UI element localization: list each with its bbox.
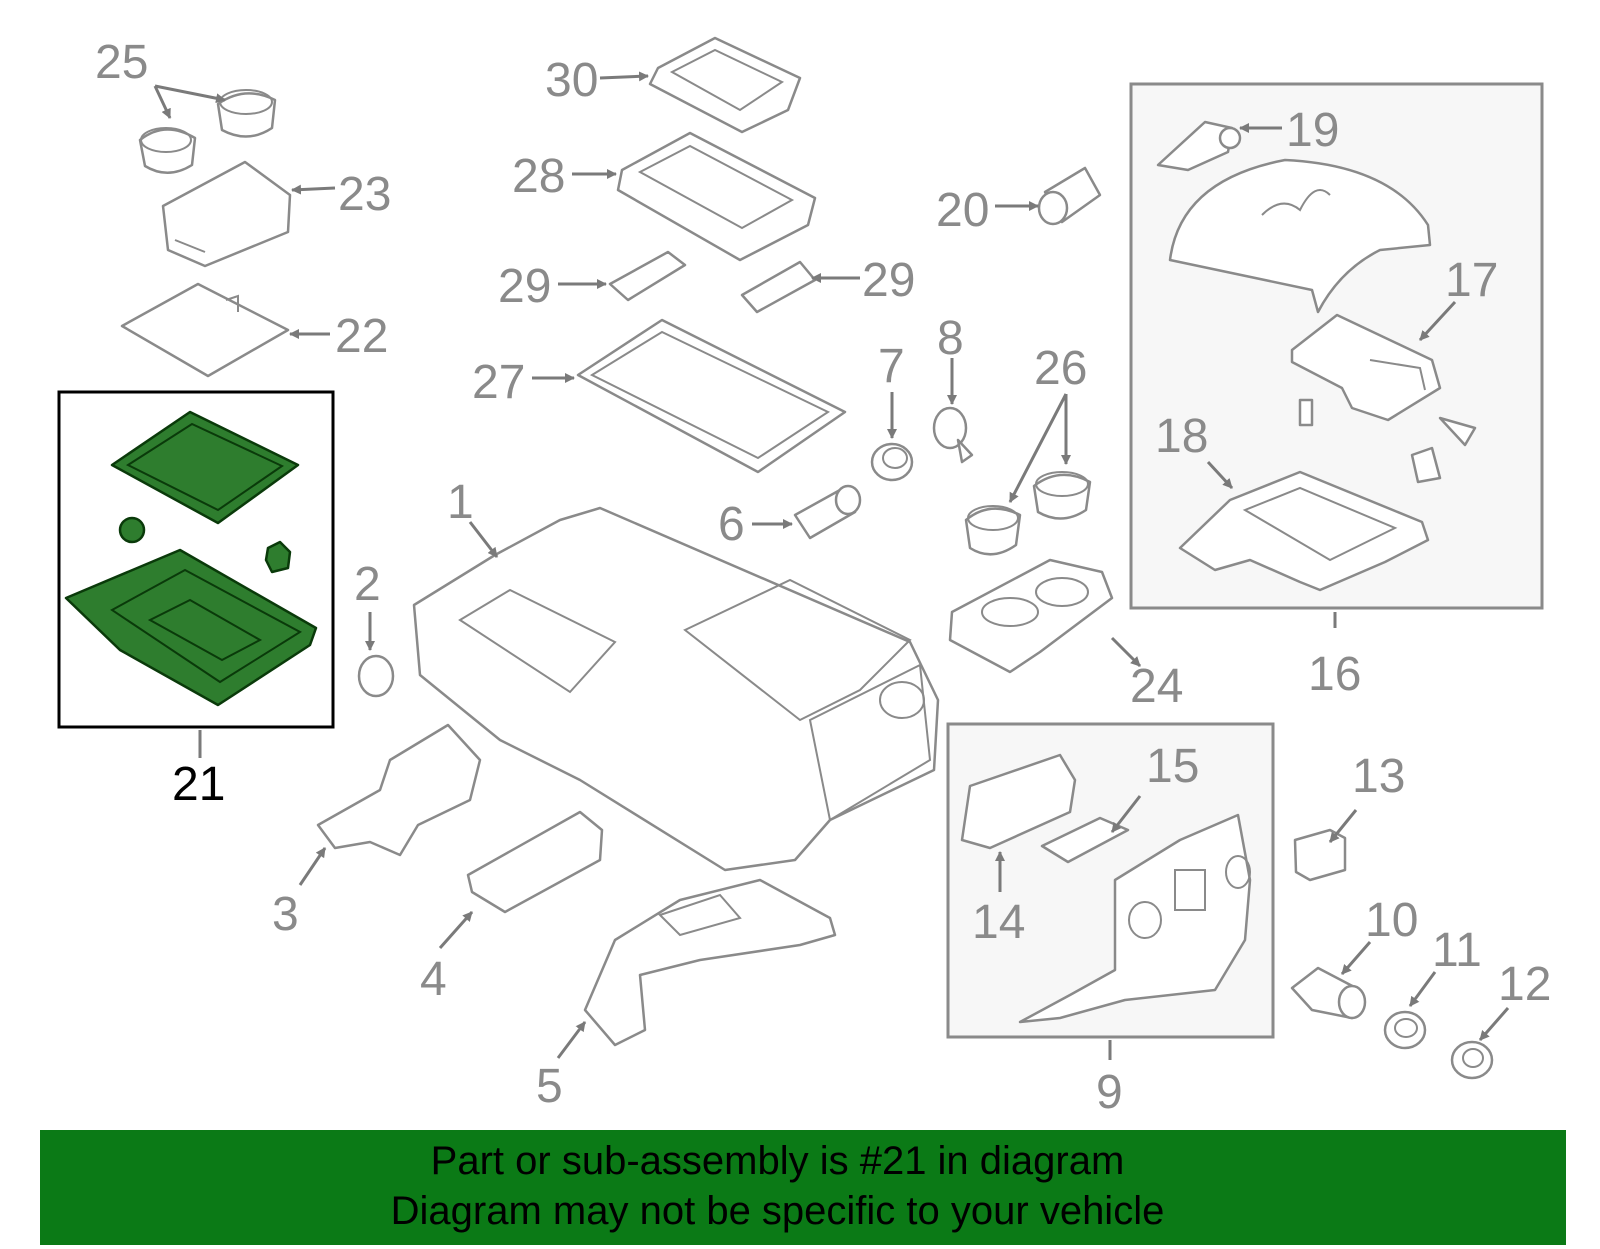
banner-line-2: Diagram may not be specific to your vehi… <box>390 1189 1165 1233</box>
part-19-latch[interactable] <box>1156 120 1242 172</box>
part-21-storage-bin[interactable] <box>64 410 318 707</box>
callout-24: 24 <box>1130 660 1183 713</box>
callout-1: 1 <box>447 476 474 529</box>
part-10-socket[interactable] <box>1290 966 1367 1020</box>
part-29-clips[interactable] <box>608 250 817 314</box>
part-12-bezel[interactable] <box>1450 1040 1494 1080</box>
callout-5: 5 <box>536 1060 563 1113</box>
callout-4: 4 <box>420 953 447 1006</box>
callout-10: 10 <box>1365 894 1418 947</box>
callout-26: 26 <box>1034 342 1087 395</box>
callout-15: 15 <box>1146 740 1199 793</box>
part-1-console-body[interactable] <box>412 506 940 872</box>
callout-20: 20 <box>936 184 989 237</box>
callout-2: 2 <box>354 558 381 611</box>
callout-23: 23 <box>338 168 391 221</box>
callout-3: 3 <box>272 888 299 941</box>
part-25-cup-inserts[interactable] <box>138 89 277 174</box>
part-13-switch[interactable] <box>1293 828 1347 882</box>
callout-6: 6 <box>718 498 745 551</box>
part-3-bracket[interactable] <box>316 723 482 857</box>
callout-29-right: 29 <box>862 254 915 307</box>
part-18-base[interactable] <box>1178 470 1430 592</box>
part-22-mat[interactable] <box>120 282 290 378</box>
callout-28: 28 <box>512 150 565 203</box>
part-16-armrest-lid[interactable] <box>1168 158 1432 314</box>
part-30-tray[interactable] <box>648 36 802 134</box>
part-27-mat[interactable] <box>576 318 847 474</box>
part-9-rear-panel[interactable] <box>1018 813 1252 1024</box>
part-17-hinge[interactable] <box>1290 313 1477 484</box>
part-11-bezel[interactable] <box>1383 1010 1427 1050</box>
part-28-insert-tray[interactable] <box>616 131 817 262</box>
callout-19: 19 <box>1286 104 1339 157</box>
part-7-bezel[interactable] <box>870 442 914 482</box>
part-14-bracket[interactable] <box>960 753 1077 850</box>
banner-line-1: Part or sub-assembly is #21 in diagram <box>430 1139 1125 1183</box>
callout-14: 14 <box>972 896 1025 949</box>
part-8-ring[interactable] <box>932 406 974 464</box>
part-6-socket[interactable] <box>793 484 862 540</box>
callout-9: 9 <box>1096 1066 1123 1119</box>
callout-29-left: 29 <box>498 260 551 313</box>
callout-27: 27 <box>472 356 525 409</box>
part-5-duct[interactable] <box>583 878 837 1047</box>
callout-11: 11 <box>1432 924 1482 977</box>
callout-18: 18 <box>1155 410 1208 463</box>
callout-7: 7 <box>878 340 905 393</box>
callout-30: 30 <box>545 54 598 107</box>
part-15-pad[interactable] <box>1040 816 1130 864</box>
part-23-panel[interactable] <box>161 160 292 268</box>
part-4-bracket[interactable] <box>466 810 604 914</box>
info-banner: Part or sub-assembly is #21 in diagram D… <box>40 1130 1566 1245</box>
part-26-cup-inserts[interactable] <box>964 471 1092 556</box>
callout-17: 17 <box>1445 254 1498 307</box>
callout-8: 8 <box>937 312 964 365</box>
callout-25: 25 <box>95 36 148 89</box>
callout-22: 22 <box>335 310 388 363</box>
part-2-ring[interactable] <box>357 654 395 698</box>
part-24-cupholder-panel[interactable] <box>948 558 1114 674</box>
leader-lines <box>153 71 1510 1060</box>
callout-16: 16 <box>1308 648 1361 701</box>
callout-21: 21 <box>172 758 225 811</box>
callout-12: 12 <box>1498 958 1551 1011</box>
part-20-knob[interactable] <box>1037 166 1102 226</box>
callout-13: 13 <box>1352 750 1405 803</box>
